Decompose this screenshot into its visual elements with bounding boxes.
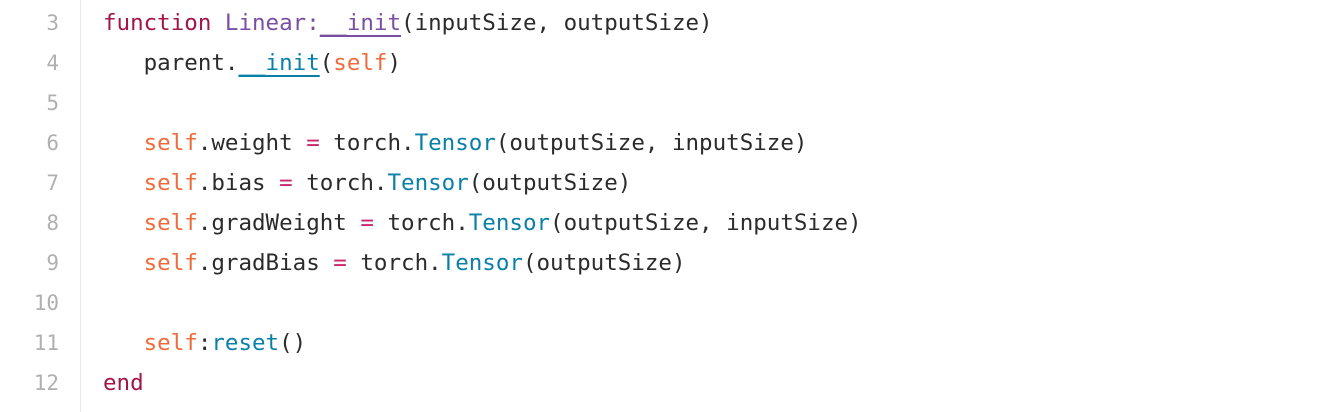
method-call-token: __init [238,50,320,76]
paren-token: ( [319,50,334,76]
module-token: torch. [373,210,469,236]
code-text: self.weight = torch.Tensor(outputSize, i… [103,123,808,163]
self-token: self [143,250,198,276]
params-token: (inputSize, outputSize) [401,10,713,36]
line-number: 6 [46,131,59,155]
args-token: (outputSize) [522,250,686,276]
line-number: 11 [33,331,59,355]
code-text: self.bias = torch.Tensor(outputSize) [103,163,632,203]
line-number: 4 [46,51,59,75]
self-token: self [143,130,198,156]
code-text: self.gradBias = torch.Tensor(outputSize) [103,243,686,283]
method-call-token: reset [211,330,280,356]
space-token [211,10,225,36]
code-line[interactable]: 11 self:reset() [0,323,1334,363]
indent-token [103,210,144,236]
indent-token [103,330,144,356]
indent-token [103,50,144,76]
keyword-token: function [103,10,212,36]
code-line[interactable]: 3 function Linear:__init(inputSize, outp… [0,3,1334,43]
line-number: 8 [46,211,59,235]
args-token: (outputSize, inputSize) [550,210,862,236]
self-token: self [333,50,388,76]
function-name-token: Linear: [224,10,320,36]
line-number: 9 [46,251,59,275]
module-token: torch. [292,170,388,196]
colon-token: : [197,330,212,356]
args-token: (outputSize) [468,170,632,196]
indent-token [103,130,144,156]
line-number: 5 [46,91,59,115]
module-token: torch. [319,130,415,156]
line-number-gutter [0,0,81,412]
self-token: self [143,170,198,196]
identifier-token: parent. [143,50,239,76]
module-token: torch. [346,250,442,276]
line-number: 12 [33,371,59,395]
code-text: parent.__init(self) [103,43,401,83]
code-line[interactable]: 4 parent.__init(self) [0,43,1334,83]
call-token: Tensor [387,170,469,196]
method-name-token: __init [319,10,402,36]
keyword-token: end [103,370,144,396]
code-text: self.gradWeight = torch.Tensor(outputSiz… [103,203,862,243]
operator-token: = [279,170,293,196]
call-token: Tensor [468,210,551,236]
code-text: self:reset() [103,323,307,363]
operator-token: = [333,250,347,276]
field-token: .bias [197,170,280,196]
indent-token [103,170,144,196]
call-token: Tensor [441,250,523,276]
field-token: .weight [197,130,307,156]
code-line[interactable]: 12 end [0,363,1334,403]
code-text: function Linear:__init(inputSize, output… [103,3,713,43]
code-line[interactable]: 8 self.gradWeight = torch.Tensor(outputS… [0,203,1334,243]
field-token: .gradWeight [197,210,361,236]
call-token: Tensor [414,130,496,156]
code-text: end [103,363,144,403]
operator-token: = [306,130,320,156]
self-token: self [143,330,198,356]
field-token: .gradBias [197,250,334,276]
line-number: 3 [46,11,59,35]
code-line[interactable]: 10 [0,283,1334,323]
indent-token [103,250,144,276]
paren-token: () [279,330,307,356]
line-number: 7 [46,171,59,195]
args-token: (outputSize, inputSize) [495,130,808,156]
code-line[interactable]: 6 self.weight = torch.Tensor(outputSize,… [0,123,1334,163]
paren-token: ) [387,50,402,76]
code-line[interactable]: 7 self.bias = torch.Tensor(outputSize) [0,163,1334,203]
operator-token: = [360,210,374,236]
code-line[interactable]: 9 self.gradBias = torch.Tensor(outputSiz… [0,243,1334,283]
code-line[interactable]: 5 [0,83,1334,123]
line-number: 10 [33,291,59,315]
self-token: self [143,210,198,236]
